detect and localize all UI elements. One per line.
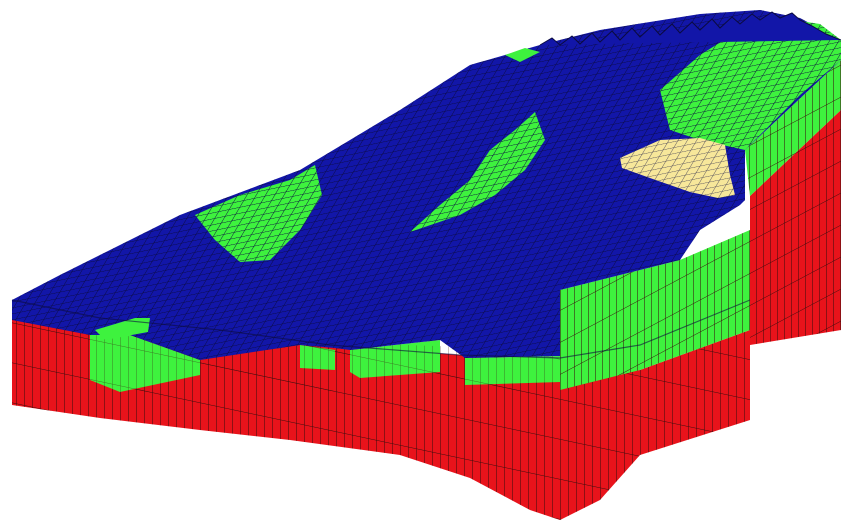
tan-patch-grid: [620, 138, 735, 198]
tan-zone: [620, 138, 735, 198]
right-block: [745, 60, 841, 345]
top-green-patch-small: [505, 48, 540, 62]
top-green-ridge-right-grid: [660, 18, 841, 150]
top-surface: [12, 10, 841, 360]
right-block-green-band-grid: [745, 60, 841, 196]
top-blue-surface-grid: [12, 10, 841, 360]
front-top-edge: [11, 299, 751, 359]
top-green-patch-left-grid: [195, 165, 322, 262]
jagged-back-edge: [539, 11, 841, 46]
right-block-red-face-grid: [750, 110, 841, 345]
top-green-front-strip: [95, 318, 150, 340]
top-green-patch-center-grid: [410, 112, 545, 232]
